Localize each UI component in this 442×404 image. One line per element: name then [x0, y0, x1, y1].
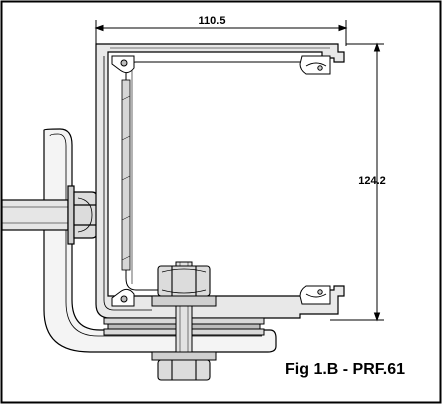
top-right-clip [299, 55, 331, 75]
width-dimension [94, 20, 348, 46]
top-screw-port [111, 55, 135, 74]
channel-profile [95, 43, 345, 319]
height-dimension-label: 124.2 [358, 175, 386, 187]
side-hex-nut [73, 191, 98, 239]
width-dimension-label: 110.5 [199, 15, 226, 27]
figure-caption: Fig 1.B - PRF.61 [285, 361, 405, 378]
bottom-right-clip [299, 285, 331, 305]
bottom-washer [151, 351, 217, 361]
l-bracket [43, 128, 277, 353]
bottom-hex-nut [157, 359, 211, 381]
horizontal-rod [1, 185, 75, 245]
top-hex-nut [157, 265, 211, 297]
height-dimension [330, 42, 384, 322]
top-washer [151, 295, 217, 307]
bottom-screw-port [111, 288, 135, 307]
